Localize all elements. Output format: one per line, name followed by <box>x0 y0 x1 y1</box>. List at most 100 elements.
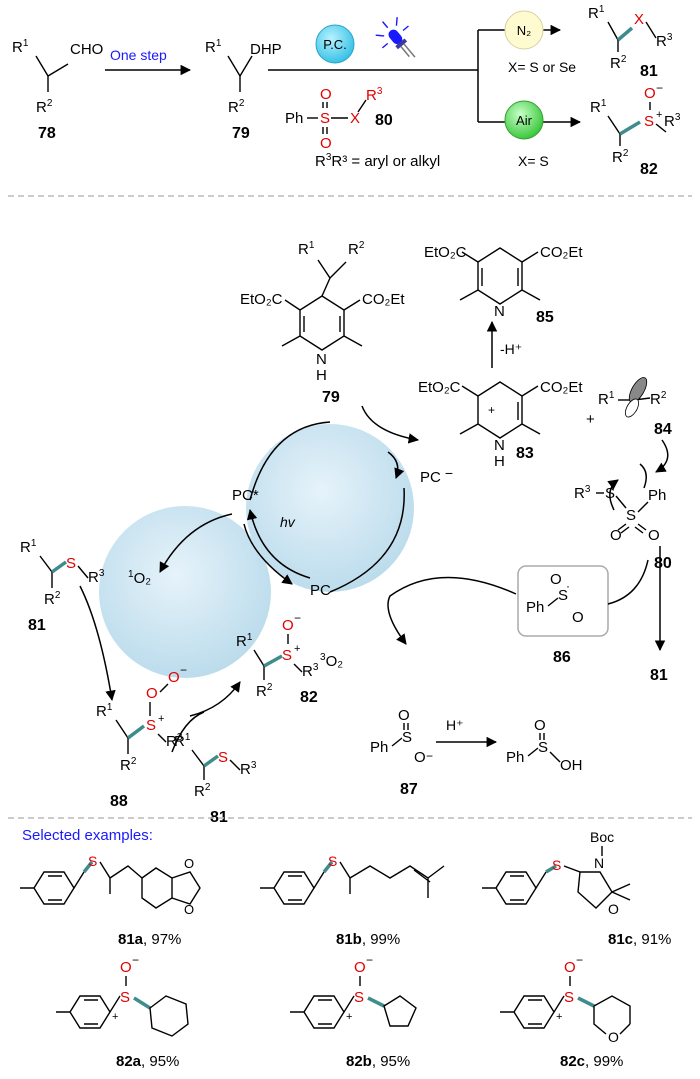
svg-text:R3: R3 <box>664 112 681 130</box>
ester-left-85: EtO₂C <box>424 244 467 261</box>
s-86: S <box>558 587 568 604</box>
o-top-acid: O <box>534 717 546 734</box>
label-79: 79 <box>232 125 250 142</box>
svg-text:+: + <box>112 1011 118 1023</box>
s-87: S <box>402 729 412 746</box>
radical-86-box <box>517 565 609 637</box>
compound-87: Ph S O O − 87 <box>370 707 433 798</box>
svg-text:+: + <box>158 713 164 725</box>
mech-label-80: 80 <box>654 555 672 572</box>
product-82: O − R1 S + R3 R2 82 <box>590 81 681 178</box>
svg-text:−: − <box>576 953 583 967</box>
oxygen-top-label: O <box>320 86 332 103</box>
svg-text:R2: R2 <box>120 756 137 774</box>
radical-86: Ph S · O O <box>526 571 584 626</box>
ph-80: Ph <box>648 487 666 504</box>
label-81a: 81a, 97% <box>118 931 181 948</box>
o-81c: O <box>608 901 619 917</box>
mech-label-79: 79 <box>322 389 340 406</box>
o-bottom-86: O <box>572 609 584 626</box>
example-82c: S O − + O 82c, 99% <box>500 953 631 1070</box>
svg-text:−: − <box>132 953 139 967</box>
example-81c: S N O Boc 81c, 91% <box>482 829 671 948</box>
example-82a: S O − + 82a, 95% <box>56 953 189 1070</box>
svg-text:R2: R2 <box>610 54 627 72</box>
svg-text:R1: R1 <box>588 4 605 22</box>
oh-acid: OH <box>560 757 583 774</box>
radical-84: R1 R2 84 <box>598 377 672 438</box>
minus-h-label: -H⁺ <box>500 341 522 357</box>
o-left-80: O <box>610 527 622 544</box>
svg-text:R3: R3 <box>656 32 673 50</box>
svg-text:·: · <box>566 579 570 593</box>
svg-text:+: + <box>488 403 495 417</box>
led-light-icon <box>375 17 416 58</box>
h-79: H <box>316 367 327 384</box>
svg-text:R2: R2 <box>36 98 53 116</box>
s-right-80: S <box>626 507 636 524</box>
o-82c: O <box>564 959 576 976</box>
svg-text:R2: R2 <box>44 590 61 608</box>
label-80: 80 <box>375 112 393 129</box>
label-81c: 81c, 91% <box>608 931 671 948</box>
s-88: S <box>146 717 156 734</box>
label-82b: 82b, 95% <box>346 1053 410 1070</box>
mech-label-81-right: 81 <box>650 667 668 684</box>
n-83: N <box>494 437 505 454</box>
label-86: 86 <box>553 649 571 666</box>
photocatalyst-bubble <box>315 24 355 64</box>
ester-right-85: CO₂Et <box>540 244 583 261</box>
compound-85: EtO₂C CO₂Et N 85 <box>424 244 583 326</box>
sulfinic-acid: Ph S O OH <box>506 717 583 774</box>
triplet-oxygen-label: 3O₂ <box>320 652 343 670</box>
label-87: 87 <box>400 781 418 798</box>
s-82-mech: S <box>282 647 292 664</box>
aldehyde-label: CHO <box>70 41 103 58</box>
product-81: R1 X R3 R2 81 <box>588 4 673 80</box>
pc-label: PC <box>310 582 331 599</box>
o-82-mech: O <box>282 617 294 634</box>
label-82a: 82a, 95% <box>116 1053 179 1070</box>
o-right-80: O <box>648 527 660 544</box>
svg-text:+: + <box>346 1011 352 1023</box>
label-83: 83 <box>516 445 534 462</box>
svg-text:R2: R2 <box>228 98 245 116</box>
o-top-87: O <box>398 707 410 724</box>
mech-label-82: 82 <box>300 689 318 706</box>
x-s-or-se-label: X= S or Se <box>508 59 576 75</box>
cycle-arc-top <box>249 421 331 501</box>
mech-compound-81-left: R1 S R3 R2 81 <box>20 538 105 634</box>
ph-86: Ph <box>526 599 544 616</box>
label-84: 84 <box>654 421 672 438</box>
ester-left-79: EtO₂C <box>240 291 283 308</box>
svg-text:−: − <box>294 611 301 625</box>
svg-text:R2: R2 <box>194 782 211 800</box>
svg-text:R3: R3 <box>302 662 319 680</box>
n-81c: N <box>594 855 604 871</box>
label-82c: 82c, 99% <box>560 1053 623 1070</box>
oxygen-arrow <box>159 513 233 573</box>
s-81b: S <box>328 853 337 869</box>
photocatalytic-cycle <box>246 424 414 592</box>
one-step-label: One step <box>110 47 167 63</box>
reagent-80: Ph S O O X R3 80 <box>285 86 393 152</box>
svg-text:R1: R1 <box>96 702 113 720</box>
label-82-top: 82 <box>640 161 658 178</box>
boc-label: Boc <box>590 829 614 845</box>
compound-83: EtO₂C CO₂Et + N H 83 <box>418 379 583 470</box>
ester-right-79: CO₂Et <box>362 291 405 308</box>
svg-text:O: O <box>184 856 194 871</box>
label-78: 78 <box>38 125 56 142</box>
svg-text:R2: R2 <box>256 682 273 700</box>
o-bottom-87: O <box>414 749 426 766</box>
mech-compound-79: R1 R2 EtO₂C CO₂Et N H 79 <box>240 240 405 406</box>
examples-heading: Selected examples: <box>22 827 153 844</box>
svg-text:R3: R3 <box>240 760 257 778</box>
n2-label: N₂ <box>517 23 531 38</box>
cycle-arc-right <box>329 487 405 593</box>
example-82b: S O − + 82b, 95% <box>290 953 417 1070</box>
h-83: H <box>494 453 505 470</box>
s-81-left: S <box>66 555 76 572</box>
ph-acid: Ph <box>506 749 524 766</box>
